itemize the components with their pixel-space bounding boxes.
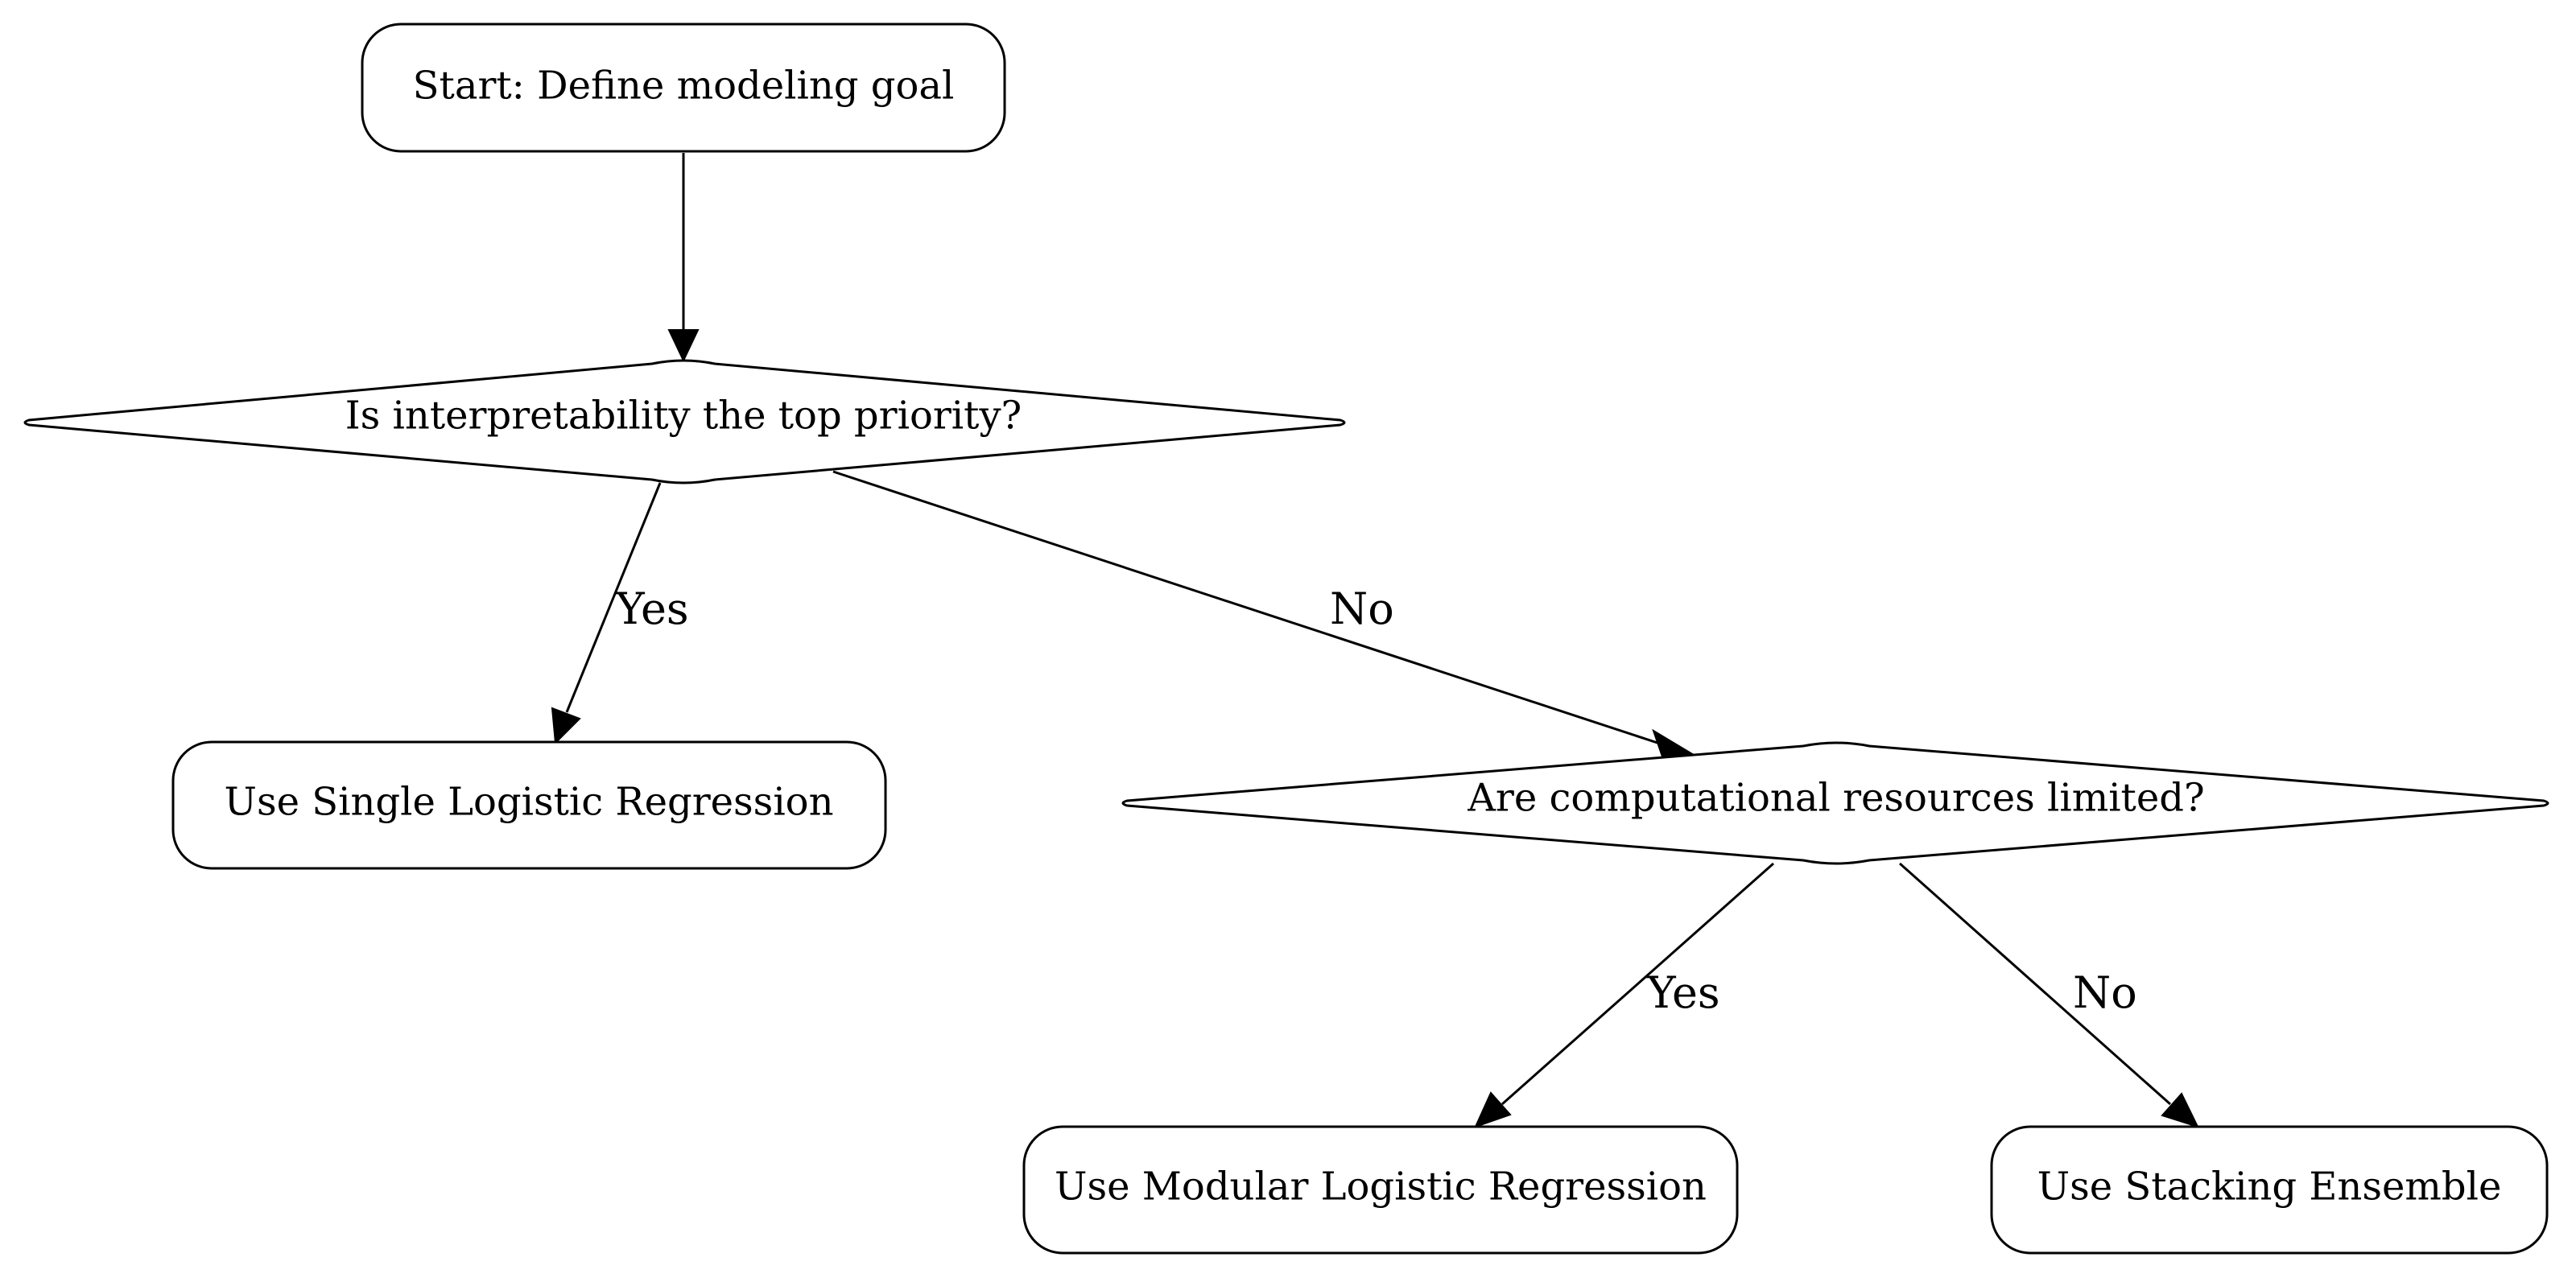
edge-label-interpretability-no: No: [1330, 583, 1394, 634]
node-start-label: Start: Define modeling goal: [413, 64, 955, 109]
node-modular-logistic-regression: Use Modular Logistic Regression: [1022, 1125, 1739, 1255]
node-start: Start: Define modeling goal: [361, 23, 1006, 153]
edge-interpretability-yes: Yes: [551, 482, 689, 745]
node-single-lr-label: Use Single Logistic Regression: [225, 780, 834, 825]
edge-label-resources-no: No: [2073, 967, 2137, 1018]
edge-interpretability-no: No: [832, 470, 1696, 761]
node-interpretability-label: Is interpretability the top priority?: [345, 394, 1022, 439]
edge-start-to-interpretability: [667, 153, 700, 363]
node-modular-lr-label: Use Modular Logistic Regression: [1055, 1165, 1707, 1210]
node-resources-decision: Are computational resources limited?: [1121, 741, 2549, 865]
node-stacking-ensemble: Use Stacking Ensemble: [1990, 1125, 2549, 1255]
node-stacking-label: Use Stacking Ensemble: [2037, 1165, 2502, 1210]
node-interpretability-decision: Is interpretability the top priority?: [23, 359, 1346, 484]
edge-label-resources-yes: Yes: [1646, 967, 1720, 1018]
node-resources-label: Are computational resources limited?: [1467, 776, 2204, 821]
node-single-logistic-regression: Use Single Logistic Regression: [171, 740, 887, 870]
edge-label-interpretability-yes: Yes: [615, 583, 689, 634]
edge-resources-no: No: [1899, 862, 2199, 1128]
edge-resources-yes: Yes: [1474, 862, 1774, 1128]
